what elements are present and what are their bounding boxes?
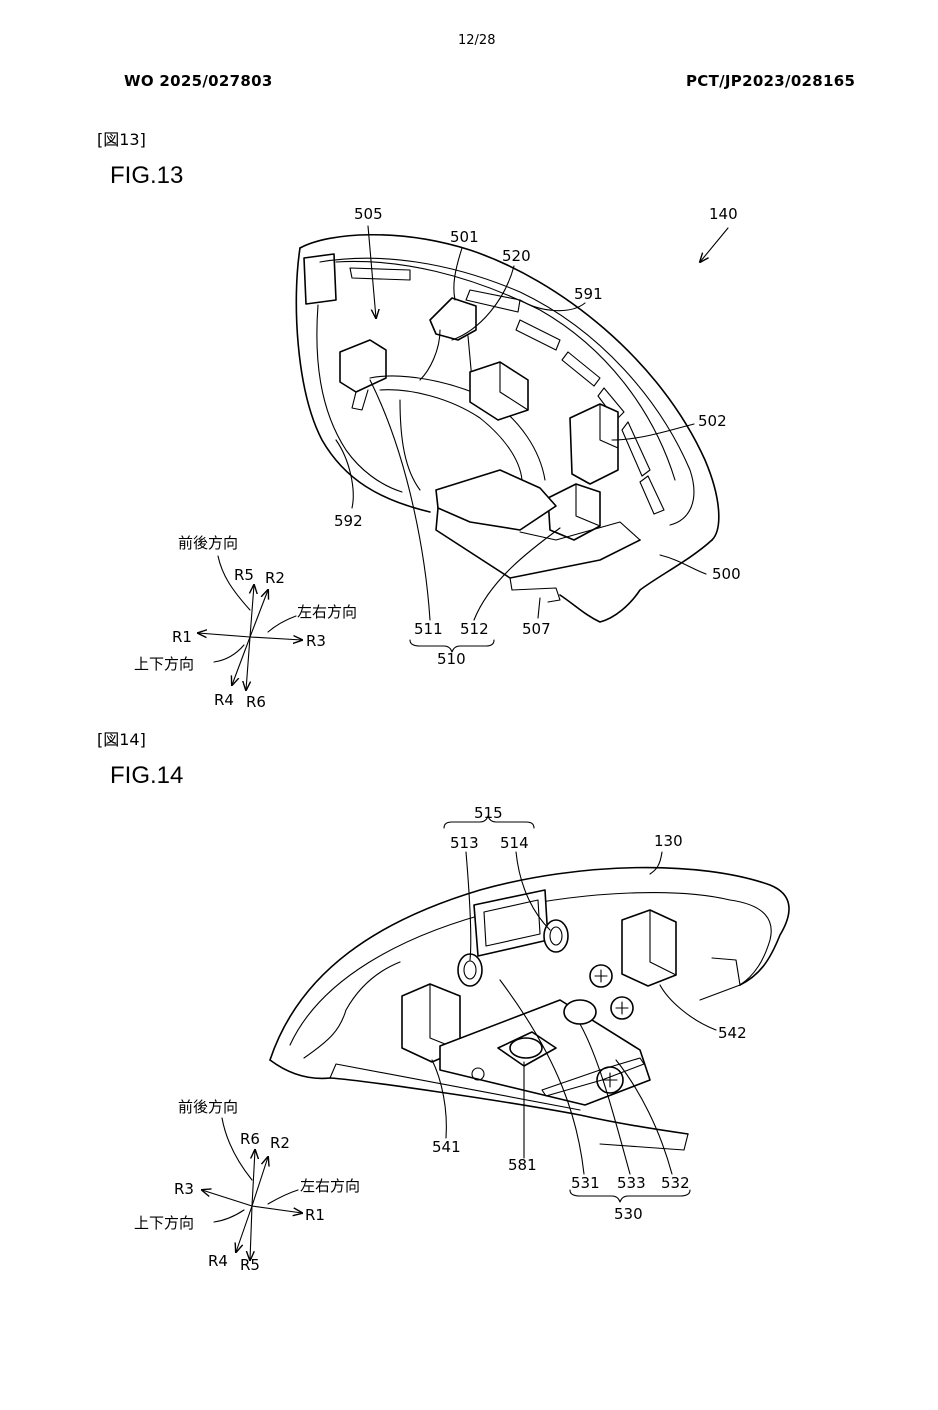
- fig13-drawing: 505 501 520 591 140 502 592 500 511 512 …: [134, 205, 741, 711]
- fig14-drawing: 515 513 514 130 542 541 581 531 533 532 …: [134, 804, 790, 1274]
- fig14-axis-r2: R2: [270, 1134, 290, 1152]
- fig13-holder-510: [339, 297, 641, 603]
- fig13-axis-left-right: 左右方向: [297, 603, 357, 621]
- fig14-axis-r1: R1: [305, 1206, 325, 1224]
- label-510: 510: [437, 650, 466, 668]
- label-512: 512: [460, 620, 489, 638]
- fig14-axis-up-down: 上下方向: [134, 1214, 194, 1232]
- label-530: 530: [614, 1205, 643, 1223]
- label-502: 502: [698, 412, 727, 430]
- page-number: 12/28: [458, 33, 496, 48]
- label-520: 520: [502, 247, 531, 265]
- fig13-axis-up-down: 上下方向: [134, 655, 194, 673]
- application-number: PCT/JP2023/028165: [686, 72, 856, 90]
- fig13-direction-axes: [198, 555, 302, 690]
- fig13-leaders: [335, 225, 729, 653]
- label-531: 531: [571, 1174, 600, 1192]
- fig13-housing: [295, 233, 720, 623]
- label-542: 542: [718, 1024, 747, 1042]
- fig14-axis-r5: R5: [240, 1256, 260, 1274]
- fig14-axis-r6: R6: [240, 1130, 260, 1148]
- fig14-title: FIG.14: [110, 762, 184, 789]
- fig14-axis-front-back: 前後方向: [178, 1098, 238, 1116]
- fig13-axis-r4: R4: [214, 691, 234, 709]
- label-507: 507: [522, 620, 551, 638]
- label-500: 500: [712, 565, 741, 583]
- fig13-axis-r3: R3: [306, 632, 326, 650]
- fig13-axis-r1: R1: [172, 628, 192, 646]
- fig13-title: FIG.13: [110, 162, 184, 189]
- label-505: 505: [354, 205, 383, 223]
- label-515: 515: [474, 804, 503, 822]
- fig13-axis-front-back: 前後方向: [178, 534, 238, 552]
- label-541: 541: [432, 1138, 461, 1156]
- fig14-axis-left-right: 左右方向: [300, 1177, 360, 1195]
- fig14-axis-r4: R4: [208, 1252, 228, 1270]
- label-533: 533: [617, 1174, 646, 1192]
- fig13-axis-r6: R6: [246, 693, 266, 711]
- fig13-axis-r2: R2: [265, 569, 285, 587]
- label-581: 581: [508, 1156, 537, 1174]
- fig14-tag: [図14]: [97, 730, 146, 749]
- label-591: 591: [574, 285, 603, 303]
- fig14-axis-r3: R3: [174, 1180, 194, 1198]
- label-140: 140: [709, 205, 738, 223]
- label-513: 513: [450, 834, 479, 852]
- label-501: 501: [450, 228, 479, 246]
- fig14-mechanism: [401, 889, 677, 1106]
- label-130: 130: [654, 832, 683, 850]
- label-532: 532: [661, 1174, 690, 1192]
- fig13-tag: [図13]: [97, 130, 146, 149]
- publication-number: WO 2025/027803: [124, 72, 273, 90]
- label-511: 511: [414, 620, 443, 638]
- fig14-direction-axes: [202, 1117, 302, 1260]
- label-592: 592: [334, 512, 363, 530]
- fig14-leaders: [431, 815, 717, 1203]
- fig13-axis-r5: R5: [234, 566, 254, 584]
- label-514: 514: [500, 834, 529, 852]
